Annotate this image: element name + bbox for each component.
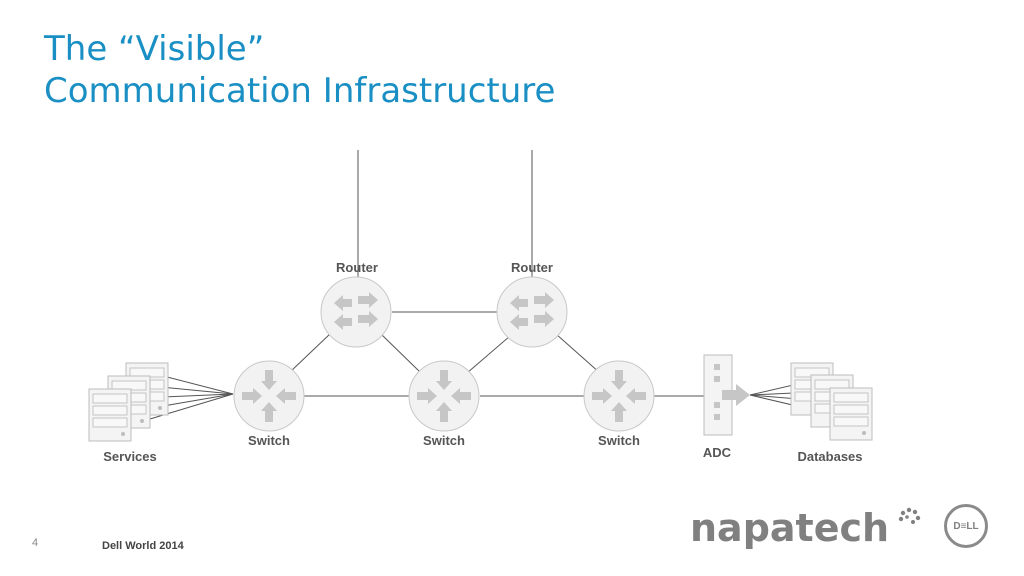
databases-label: Databases xyxy=(797,449,862,464)
slide-title-line-1: The “Visible” xyxy=(44,29,265,69)
slide-title-line-2: Communication Infrastructure xyxy=(44,71,556,111)
napatech-logo: napatech xyxy=(690,506,890,550)
dell-logo: D≡LL xyxy=(944,504,988,548)
services-label: Services xyxy=(103,449,157,464)
switch-middle xyxy=(408,360,480,432)
router-right xyxy=(496,276,568,348)
napatech-swirl-icon xyxy=(898,507,921,524)
router-right-label: Router xyxy=(511,260,553,275)
router-left xyxy=(320,276,392,348)
adc-label: ADC xyxy=(703,445,732,460)
switch-right-label: Switch xyxy=(598,433,640,448)
switch-left-label: Switch xyxy=(248,433,290,448)
adc-device xyxy=(703,354,750,436)
switch-middle-label: Switch xyxy=(423,433,465,448)
switch-right xyxy=(583,360,655,432)
slide-title: The “Visible” Communication Infrastructu… xyxy=(44,28,555,112)
switch-left xyxy=(233,360,305,432)
services-servers xyxy=(88,362,169,442)
page-number: 4 xyxy=(32,537,39,549)
event-name: Dell World 2014 xyxy=(102,540,184,552)
database-servers xyxy=(790,362,873,441)
router-left-label: Router xyxy=(336,260,378,275)
